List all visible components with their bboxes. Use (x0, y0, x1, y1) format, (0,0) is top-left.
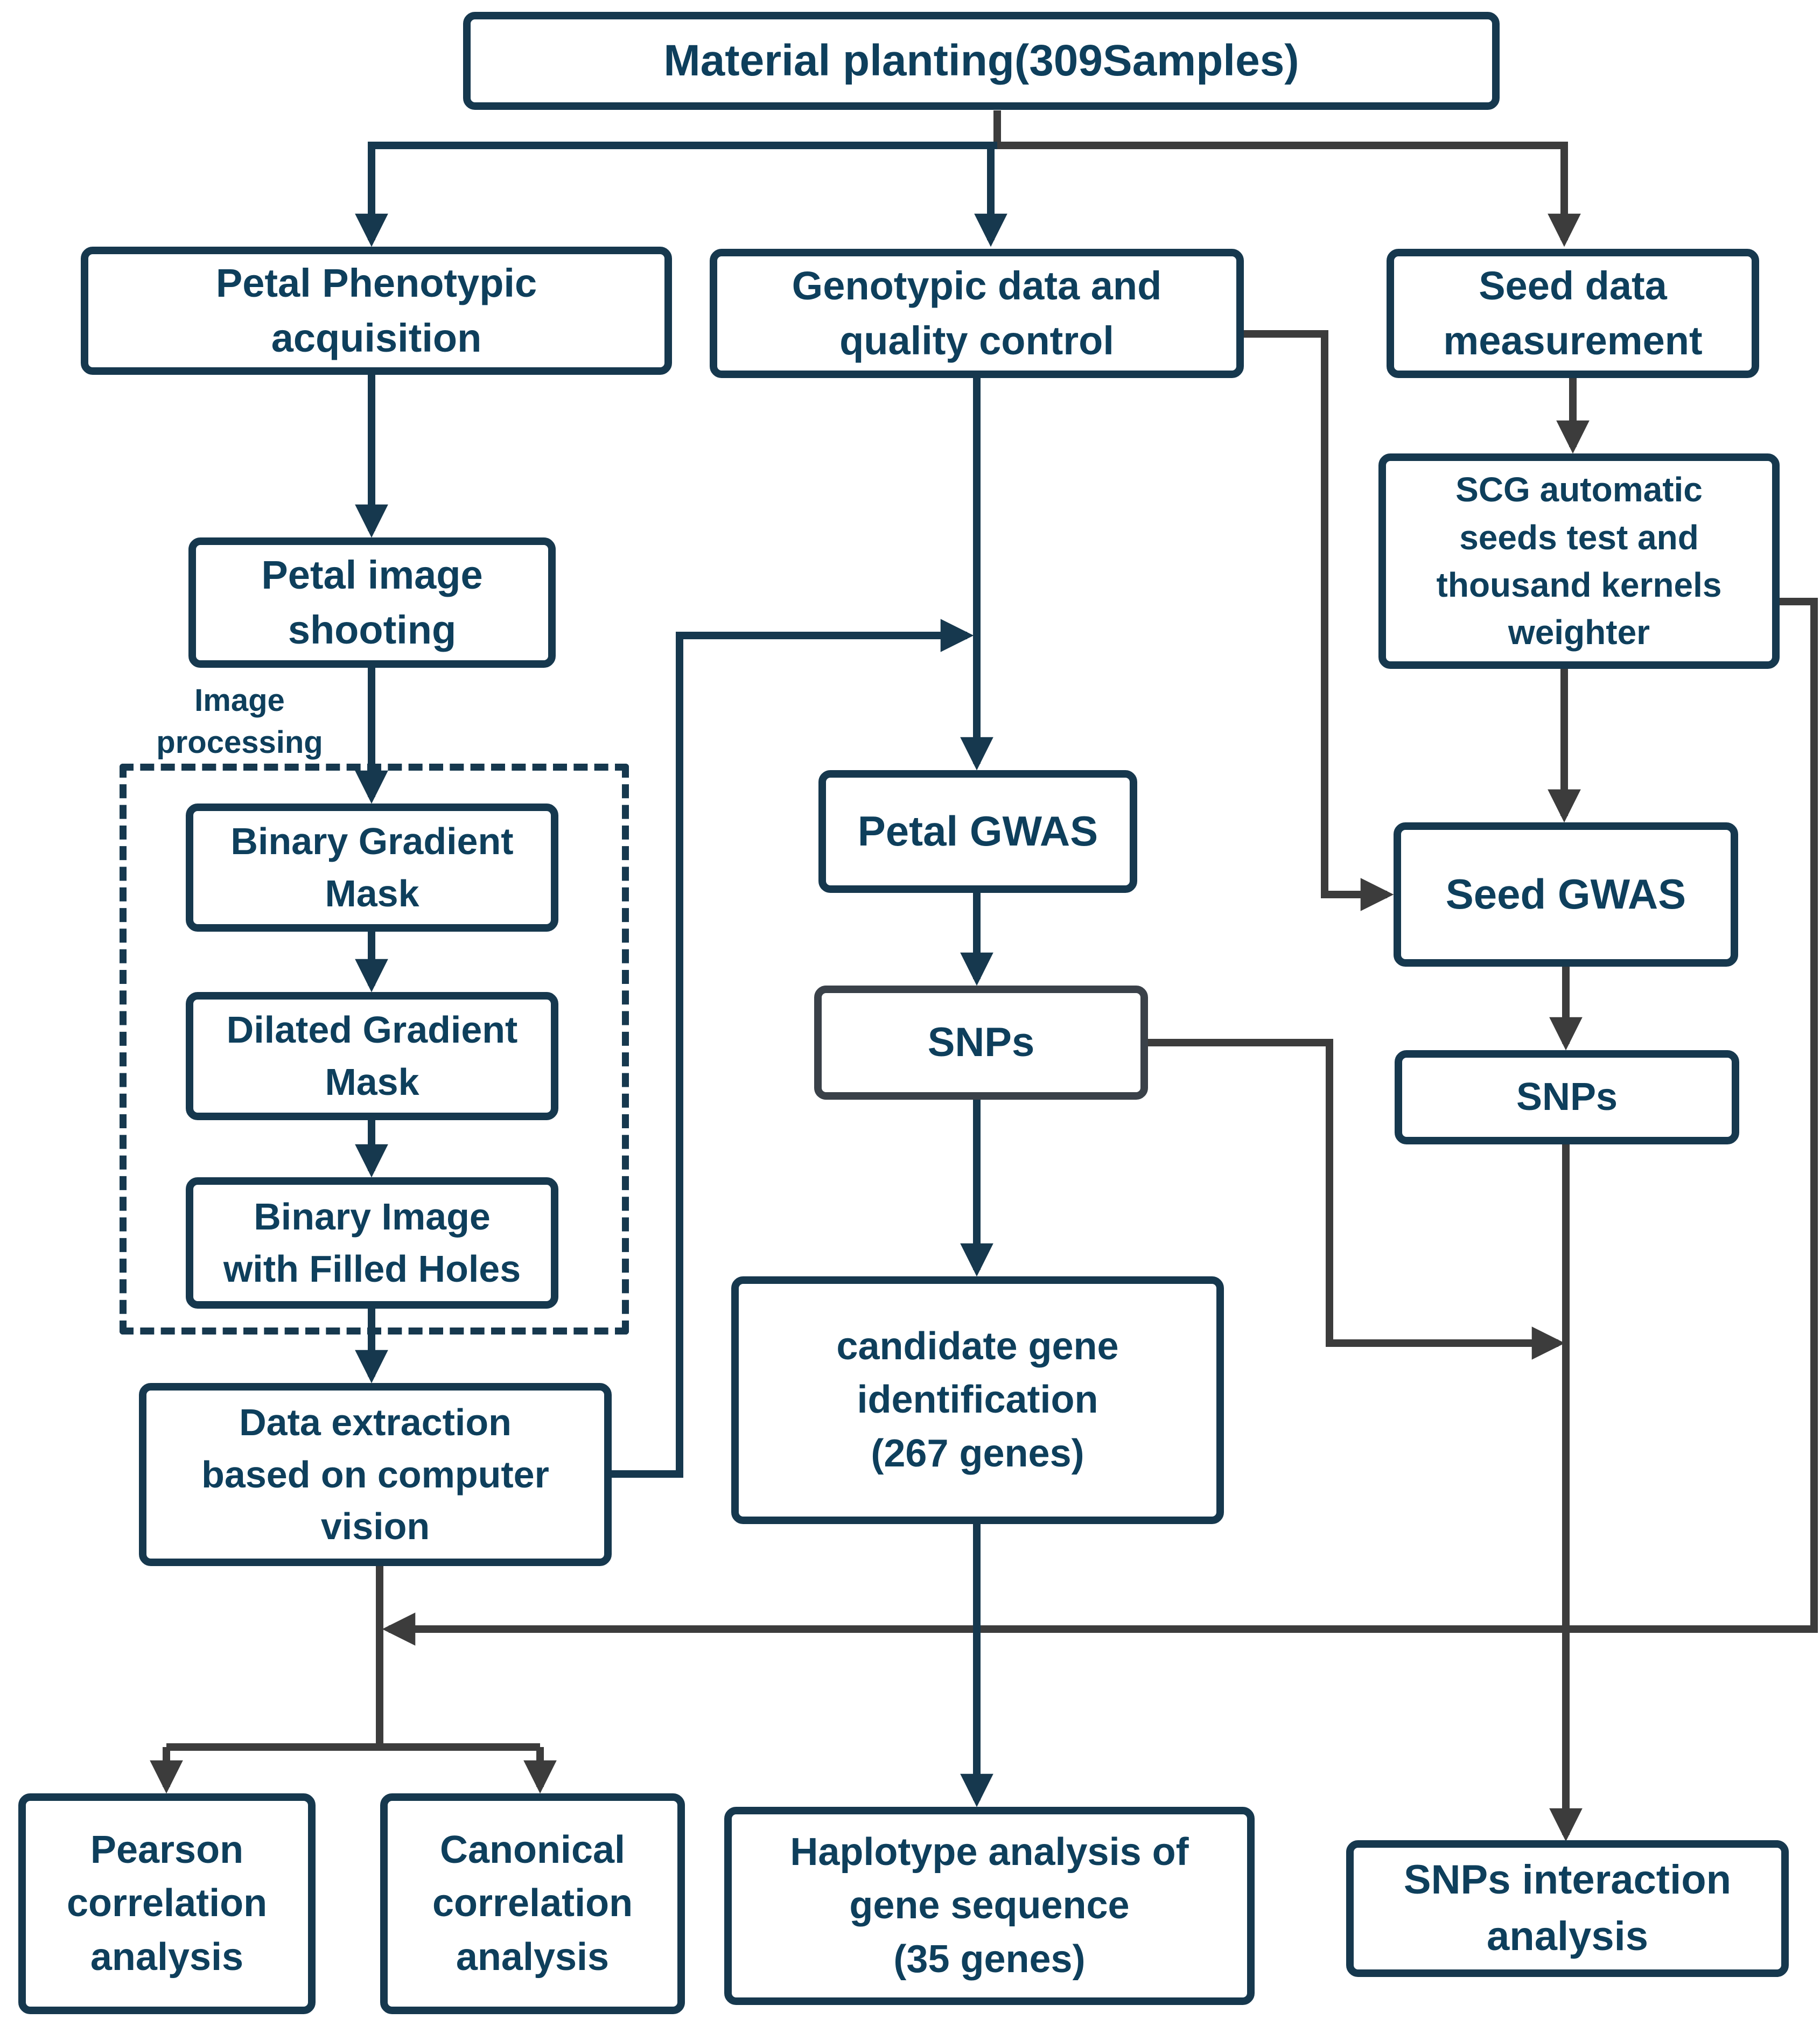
edge-material-to-petal-phenotypic (355, 142, 997, 247)
node-snps-interaction-analysis: SNPs interaction analysis (1346, 1840, 1789, 1977)
edge-petal-snps-to-interaction (1148, 1039, 1565, 1360)
node-material-planting: Material planting(309Samples) (463, 12, 1500, 110)
node-data-extraction: Data extraction based on computer vision (139, 1383, 612, 1566)
node-candidate-gene-identification: candidate gene identification (267 genes… (731, 1276, 1224, 1524)
node-binary-gradient-mask: Binary Gradient Mask (186, 804, 558, 932)
edge-scg-to-correlation-junction (382, 598, 1818, 1646)
edge-genotypic-to-seed-gwas (1244, 330, 1394, 911)
navy-edges (355, 142, 1007, 1807)
edge-material-to-seed-data (993, 110, 1581, 247)
label-image-processing: Image processing (156, 683, 323, 760)
node-dilated-gradient-mask: Dilated Gradient Mask (186, 992, 558, 1120)
node-seed-data-measurement: Seed data measurement (1387, 249, 1759, 378)
node-seed-snps: SNPs (1395, 1050, 1739, 1144)
node-pearson-correlation: Pearson correlation analysis (18, 1793, 316, 2014)
node-petal-gwas: Petal GWAS (818, 770, 1137, 893)
node-haplotype-analysis: Haplotype analysis of gene sequence (35 … (724, 1807, 1255, 2005)
node-scg-automatic-seeds-test: SCG automatic seeds test and thousand ke… (1378, 453, 1780, 669)
node-binary-image-filled-holes: Binary Image with Filled Holes (186, 1177, 558, 1309)
node-petal-phenotypic-acquisition: Petal Phenotypic acquisition (81, 247, 672, 375)
edge-extraction-to-petal-gwas (612, 619, 974, 1478)
node-canonical-correlation: Canonical correlation analysis (380, 1793, 685, 2014)
node-petal-snps: SNPs (814, 986, 1148, 1100)
node-seed-gwas: Seed GWAS (1394, 822, 1738, 967)
gray-edges (150, 110, 1818, 1842)
node-petal-image-shooting: Petal image shooting (188, 537, 556, 668)
node-genotypic-data-quality-control: Genotypic data and quality control (710, 249, 1244, 378)
image-processing-group-frame (120, 764, 629, 1335)
